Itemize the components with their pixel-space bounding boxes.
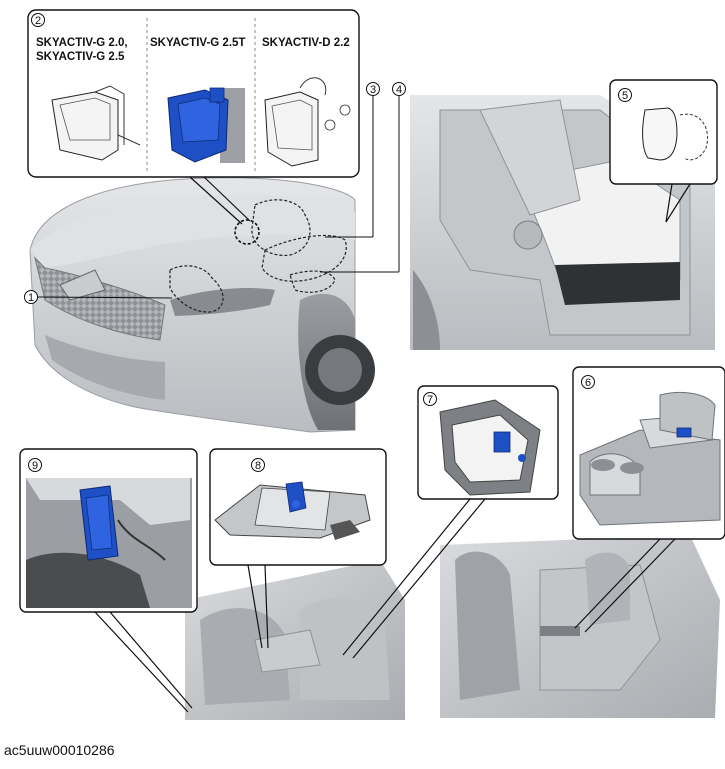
engine-label-g20-line1: SKYACTIV-G 2.0,: [36, 37, 128, 49]
engine-fuse-box-inset: SKYACTIV-G 2.0, SKYACTIV-G 2.5 SKYACTIV-…: [27, 9, 360, 225]
console-fuse-inset: [572, 366, 725, 633]
callout-6-label: 6: [585, 377, 591, 389]
callout-leader-lines: [37, 96, 400, 299]
callout-1-label: 1: [28, 292, 34, 304]
callout-2: 2: [31, 13, 45, 27]
fuse-block-g25t-illustration: [167, 87, 245, 163]
document-id: ac5uuw00010286: [4, 742, 115, 758]
callout-6: 6: [581, 375, 595, 389]
callout-4: 4: [392, 82, 406, 96]
callout-9-label: 9: [32, 460, 38, 472]
callout-1: 1: [24, 290, 38, 304]
callout-8-label: 8: [255, 460, 261, 472]
callout-9: 9: [28, 458, 42, 472]
callout-4-label: 4: [396, 84, 402, 96]
callout-3-label: 3: [370, 84, 376, 96]
callout-5-label: 5: [622, 90, 628, 102]
rear-interior-illustration: [440, 535, 720, 718]
callout-2-label: 2: [35, 15, 41, 27]
glovebox-fuse-inset: [342, 385, 559, 659]
callout-8: 8: [251, 458, 265, 472]
fuse-block-d22-illustration: [264, 77, 351, 167]
engine-label-d22: SKYACTIV-D 2.2: [262, 37, 350, 49]
engine-label-g25t: SKYACTIV-G 2.5T: [150, 37, 245, 49]
front-interior-illustration: [185, 560, 405, 720]
callout-5: 5: [618, 88, 632, 102]
engine-label-g20-line2: SKYACTIV-G 2.5: [36, 51, 125, 63]
kick-panel-fuse-inset: [19, 448, 198, 713]
front-vehicle-illustration: [29, 177, 375, 433]
fuse-block-g20-illustration: [51, 85, 141, 161]
under-dash-fuse-inset: [209, 448, 387, 649]
callout-7: 7: [423, 392, 437, 406]
callout-3: 3: [366, 82, 380, 96]
callout-7-label: 7: [427, 394, 433, 406]
rear-cargo-illustration: [410, 79, 718, 350]
